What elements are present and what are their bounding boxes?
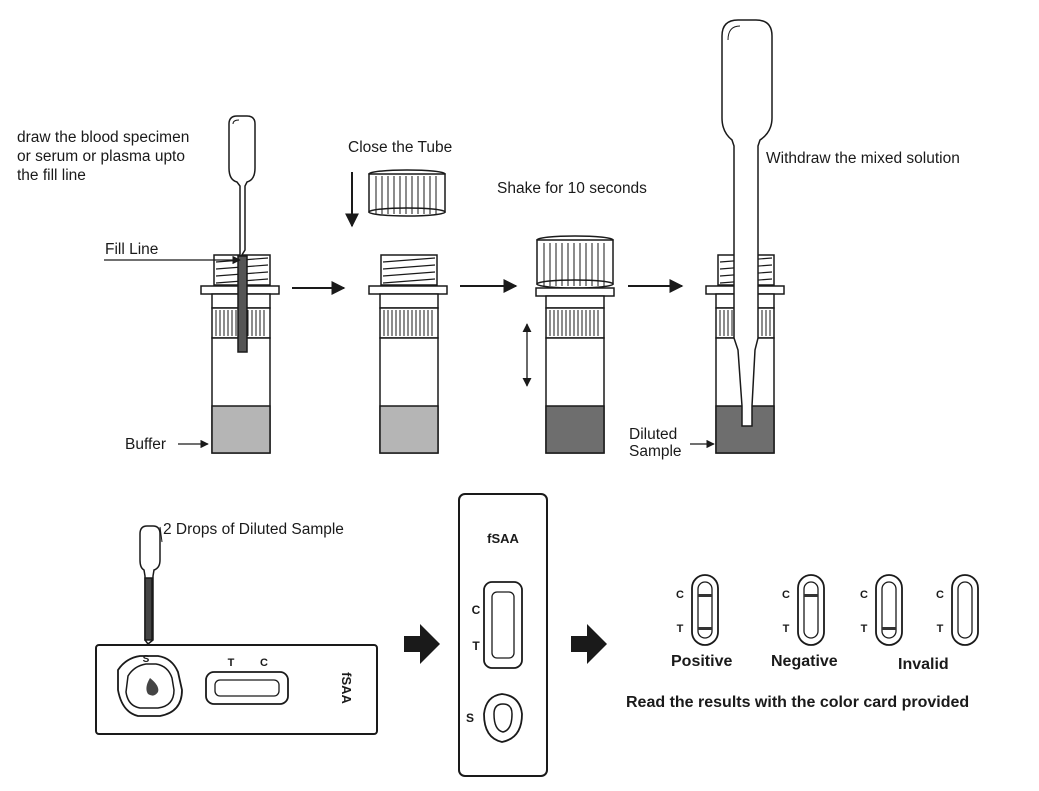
test-line [882,627,896,630]
dropper-label-tick [159,526,163,543]
cassette-h-control-label: C [260,657,268,669]
strip-control-label: C [936,589,944,601]
withdraw-label: Withdraw the mixed solution [766,150,960,167]
cassette-horizontal [95,644,378,735]
test-line [698,627,712,630]
cassette-v-test-label: T [472,639,480,653]
strip-control-label: C [676,589,684,601]
strip-control-label: C [782,589,790,601]
strip-window [881,581,897,639]
draw-instruction-line-3: the fill line [17,167,86,184]
tube-3 [535,235,615,454]
buffer-label: Buffer [125,436,167,453]
results-footer: Read the results with the color card pro… [626,694,970,711]
result-label-invalid: Invalid [898,656,949,673]
tube-2 [368,254,448,454]
result-strip: CT [676,574,719,646]
draw-instruction-line-2: or serum or plasma upto [17,148,185,165]
draw-instruction-line-1: draw the blood specimen [17,129,190,146]
drops-instruction: 2 Drops of Diluted Sample [163,521,344,538]
strip-test-label: T [677,623,684,635]
pipette-4 [721,19,773,427]
control-line [698,594,712,597]
small-dropper [139,525,161,646]
cassette-v-sample-label: S [466,711,474,725]
cassette-vertical [458,493,548,777]
cassette-v-brand: fSAA [487,531,519,546]
strip-window [803,581,819,639]
result-label-negative: Negative [771,653,838,670]
cassette-h-brand: fSAA [339,672,354,704]
result-strip: CT [782,574,825,646]
cassette-h-sample-label: S [143,654,150,665]
bold-arrow-1 [404,624,440,664]
strip-window [957,581,973,639]
bold-arrow-2 [571,624,607,664]
cassette-v-control-label: C [472,603,481,617]
close-tube-label: Close the Tube [348,139,453,156]
control-line [804,594,818,597]
strip-test-label: T [783,623,790,635]
tube-cap [368,169,446,217]
result-strip: CT [936,574,979,646]
strip-test-label: T [861,623,868,635]
fill-line-label: Fill Line [105,241,159,258]
diluted-sample-line-1: Diluted [629,426,678,443]
dropper-1 [228,115,256,353]
strip-control-label: C [860,589,868,601]
cassette-h-test-label: T [228,657,235,669]
strip-test-label: T [937,623,944,635]
result-label-positive: Positive [671,653,733,670]
shake-label: Shake for 10 seconds [497,180,647,197]
diluted-sample-line-2: Sample [629,443,682,460]
result-strip: CT [860,574,903,646]
